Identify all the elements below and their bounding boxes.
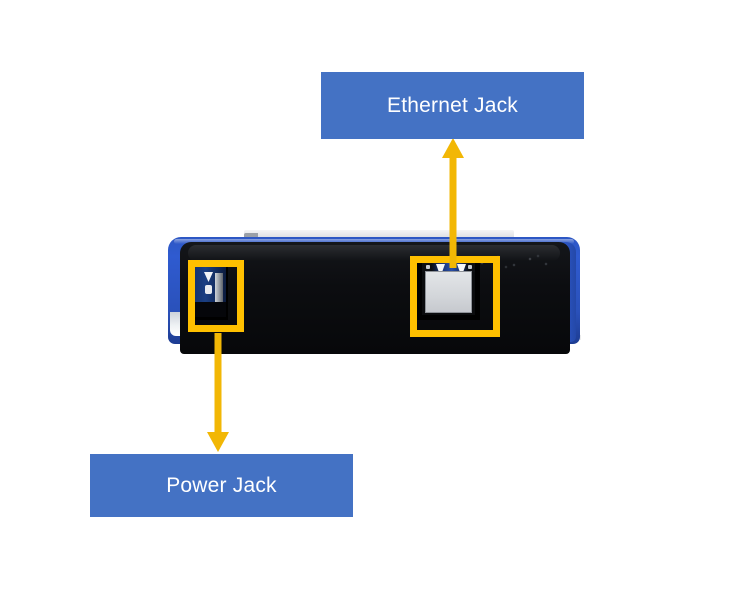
power-jack-pin-top bbox=[204, 272, 213, 282]
callout-box-power-jack[interactable]: Power Jack bbox=[90, 454, 353, 517]
callout-label-power-jack: Power Jack bbox=[166, 474, 277, 497]
arrow-power-head bbox=[207, 432, 229, 452]
ethernet-jack-blue-strip bbox=[422, 263, 475, 272]
highlight-box-power-jack bbox=[188, 260, 244, 332]
device-top-deck bbox=[244, 230, 514, 241]
ethernet-jack-led-left bbox=[426, 265, 430, 269]
power-jack-base bbox=[192, 302, 226, 317]
ethernet-jack-clip-left bbox=[436, 264, 445, 271]
callout-label-ethernet-jack: Ethernet Jack bbox=[387, 94, 518, 117]
device-shell-highlight bbox=[174, 239, 574, 244]
power-jack-pin-center bbox=[205, 285, 212, 294]
callout-box-ethernet-jack[interactable]: Ethernet Jack bbox=[321, 72, 584, 139]
ethernet-jack-led-right bbox=[468, 265, 472, 269]
highlight-box-ethernet-jack bbox=[410, 256, 500, 337]
ethernet-jack-opening bbox=[425, 271, 472, 313]
ethernet-jack-clip-right bbox=[457, 264, 466, 271]
arrow-ethernet-head bbox=[442, 138, 464, 158]
device-front-face bbox=[180, 242, 570, 354]
power-jack-pin-right bbox=[215, 273, 223, 303]
